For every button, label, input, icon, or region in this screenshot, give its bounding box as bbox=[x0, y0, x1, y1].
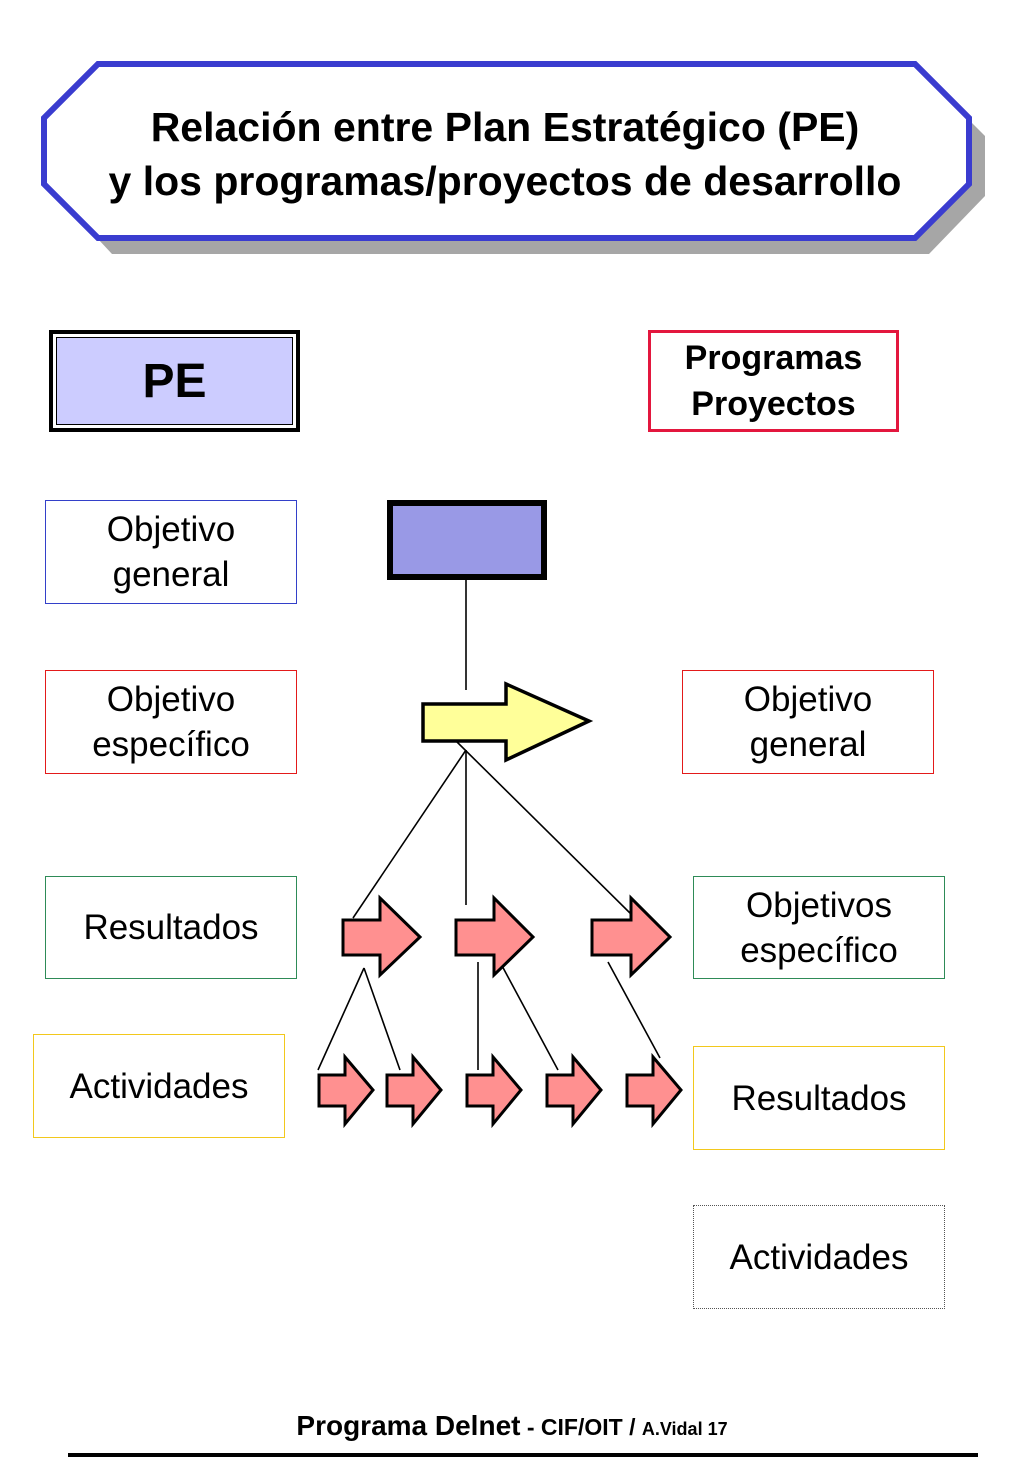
pp-resultados-box: Resultados bbox=[693, 1046, 945, 1150]
pp-resultados-label: Resultados bbox=[731, 1078, 907, 1118]
activity-arrows bbox=[317, 1052, 683, 1129]
title-line-1: Relación entre Plan Estratégico (PE) bbox=[150, 104, 860, 150]
pe-resultados-box: Resultados bbox=[45, 876, 297, 979]
connector-to-result-1 bbox=[352, 749, 467, 919]
pe-actividades-box: Actividades bbox=[33, 1034, 285, 1138]
title-banner-frame bbox=[41, 61, 972, 241]
programas-label: Programas bbox=[684, 339, 863, 377]
connector-r1-a1 bbox=[317, 967, 365, 1071]
activity-arrow-icon-5 bbox=[625, 1052, 683, 1129]
activity-arrow-icon-1 bbox=[317, 1052, 375, 1129]
proyectos-label: Proyectos bbox=[691, 385, 856, 423]
connector-r2-a4 bbox=[499, 961, 559, 1071]
result-arrow-icon-3 bbox=[590, 894, 673, 979]
connector-r1-a2 bbox=[363, 967, 401, 1071]
programas-proyectos-header: Programas Proyectos bbox=[648, 330, 899, 432]
pp-objetivo-general-line1: Objetivo bbox=[743, 680, 873, 719]
hierarchy-diagram bbox=[317, 500, 683, 1129]
connector-to-result-3 bbox=[454, 739, 636, 919]
pe-objetivo-general-line1: Objetivo bbox=[106, 510, 236, 549]
connector-lines bbox=[317, 580, 661, 1071]
pe-objetivo-especifico-line2: específico bbox=[92, 725, 250, 764]
connector-r3-a5 bbox=[607, 961, 661, 1059]
pe-objetivo-general-line2: general bbox=[112, 555, 230, 594]
top-node bbox=[387, 500, 547, 580]
pe-objetivo-especifico-box: Objetivo específico bbox=[45, 670, 297, 774]
pp-objetivo-general-line2: general bbox=[749, 725, 867, 764]
footer-program: Programa Delnet bbox=[296, 1410, 521, 1441]
result-arrows bbox=[341, 894, 673, 979]
result-arrow-icon-2 bbox=[454, 894, 536, 979]
pe-header-label: PE bbox=[56, 337, 293, 425]
pp-objetivos-especifico-line1: Objetivos bbox=[746, 885, 892, 925]
pp-actividades-box: Actividades bbox=[693, 1205, 945, 1309]
activity-arrow-icon-3 bbox=[465, 1052, 523, 1129]
activity-arrow-icon-4 bbox=[545, 1052, 603, 1129]
pe-actividades-label: Actividades bbox=[69, 1066, 249, 1106]
pe-resultados-label: Resultados bbox=[83, 908, 259, 947]
title-line-2: y los programas/proyectos de desarrollo bbox=[108, 158, 902, 204]
pp-objetivos-especifico-box: Objetivos específico bbox=[693, 876, 945, 979]
footer-org: CIF/OIT bbox=[540, 1414, 623, 1440]
footer-author: A.Vidal 17 bbox=[641, 1419, 728, 1439]
result-arrow-icon-1 bbox=[341, 894, 423, 979]
title-banner bbox=[41, 61, 985, 254]
pe-objetivo-especifico-line1: Objetivo bbox=[106, 680, 236, 719]
pe-header-box: PE bbox=[49, 330, 300, 432]
footer-separator-2: / bbox=[622, 1414, 642, 1440]
activity-arrow-icon-2 bbox=[385, 1052, 443, 1129]
footer: Programa Delnet - CIF/OIT / A.Vidal 17 bbox=[0, 1410, 1024, 1442]
pp-objetivo-general-box: Objetivo general bbox=[682, 670, 934, 774]
pp-objetivos-especifico-line2: específico bbox=[740, 930, 898, 970]
page-title: Relación entre Plan Estratégico (PE) y l… bbox=[45, 100, 965, 208]
footer-divider bbox=[68, 1453, 978, 1457]
footer-separator-1: - bbox=[520, 1414, 541, 1440]
main-arrow-icon bbox=[421, 681, 594, 763]
pe-objetivo-general-box: Objetivo general bbox=[45, 500, 297, 604]
pp-actividades-label: Actividades bbox=[729, 1237, 909, 1277]
